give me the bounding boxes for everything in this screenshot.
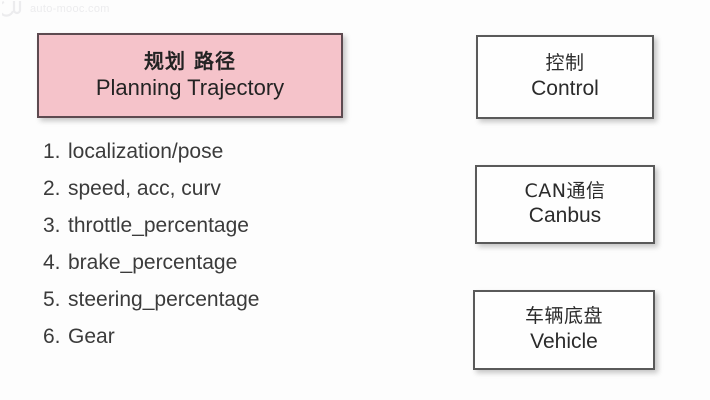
list-item-number: 1. [43, 140, 61, 163]
control-title-cn: 控制 [545, 52, 585, 75]
list-item-number: 3. [43, 214, 61, 237]
list-item-label: localization/pose [68, 140, 224, 163]
list-item: 1. localization/pose [43, 140, 443, 177]
canbus-title-cn: CAN通信 [524, 179, 606, 202]
list-item: 5. steering_percentage [43, 288, 443, 325]
list-item-label: speed, acc, curv [68, 177, 221, 200]
planning-title-en: Planning Trajectory [95, 75, 285, 101]
list-item-number: 5. [43, 288, 61, 311]
planning-title-cn: 规划 路径 [144, 49, 236, 74]
trajectory-field-list: 1. localization/pose 2. speed, acc, curv… [43, 140, 443, 362]
list-item: 3. throttle_percentage [43, 214, 443, 251]
list-item-label: Gear [68, 325, 115, 348]
watermark-text: auto-mooc.com [30, 3, 110, 15]
list-item: 4. brake_percentage [43, 251, 443, 288]
list-item-number: 4. [43, 251, 61, 274]
control-title-en: Control [531, 76, 599, 100]
canbus-title-en: Canbus [528, 204, 602, 228]
auto-mooc-logo-icon [2, 0, 22, 17]
vehicle-title-cn: 车辆底盘 [524, 305, 603, 328]
list-item-label: steering_percentage [68, 288, 260, 311]
list-item-number: 2. [43, 177, 61, 200]
list-item-number: 6. [43, 325, 61, 348]
list-item-label: brake_percentage [68, 251, 238, 274]
planning-trajectory-box: 规划 路径 Planning Trajectory [37, 33, 343, 118]
vehicle-box: 车辆底盘 Vehicle [473, 290, 655, 370]
control-box: 控制 Control [476, 35, 654, 119]
vehicle-title-en: Vehicle [530, 329, 598, 353]
canbus-box: CAN通信 Canbus [475, 165, 655, 244]
list-item: 6. Gear [43, 325, 443, 362]
list-item: 2. speed, acc, curv [43, 177, 443, 214]
watermark: auto-mooc.com [0, 0, 110, 18]
list-item-label: throttle_percentage [68, 214, 249, 237]
